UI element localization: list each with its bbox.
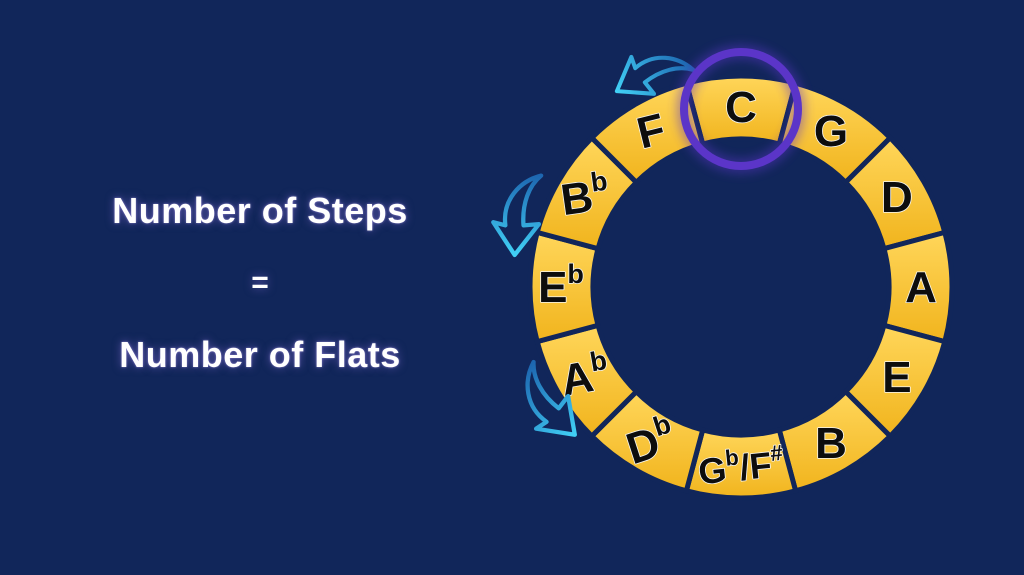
wheel-label-B: B — [815, 418, 847, 467]
highlight-group — [676, 44, 806, 174]
caption-line-1: Number of Steps — [112, 190, 408, 231]
wheel-label-Ab: Ab — [556, 345, 613, 405]
wheel-label-Bb: Bb — [557, 166, 612, 225]
wheel-label-E: E — [882, 353, 911, 402]
wheel-label-G: G — [814, 107, 848, 156]
caption-line-2: Number of Flats — [119, 334, 401, 375]
caption-equals: = — [251, 266, 269, 299]
wheel-label-A: A — [905, 263, 937, 312]
wheel-label-D: D — [881, 173, 913, 222]
wheel-label-Gb/F#: Gb/F# — [696, 439, 786, 492]
wheel-label-Eb: Eb — [538, 259, 584, 312]
wheel-segments — [527, 73, 955, 501]
wheel-label-C: C — [725, 83, 757, 132]
highlight-circle — [680, 48, 802, 170]
caption-block: Number of Steps = Number of Flats — [55, 190, 465, 376]
